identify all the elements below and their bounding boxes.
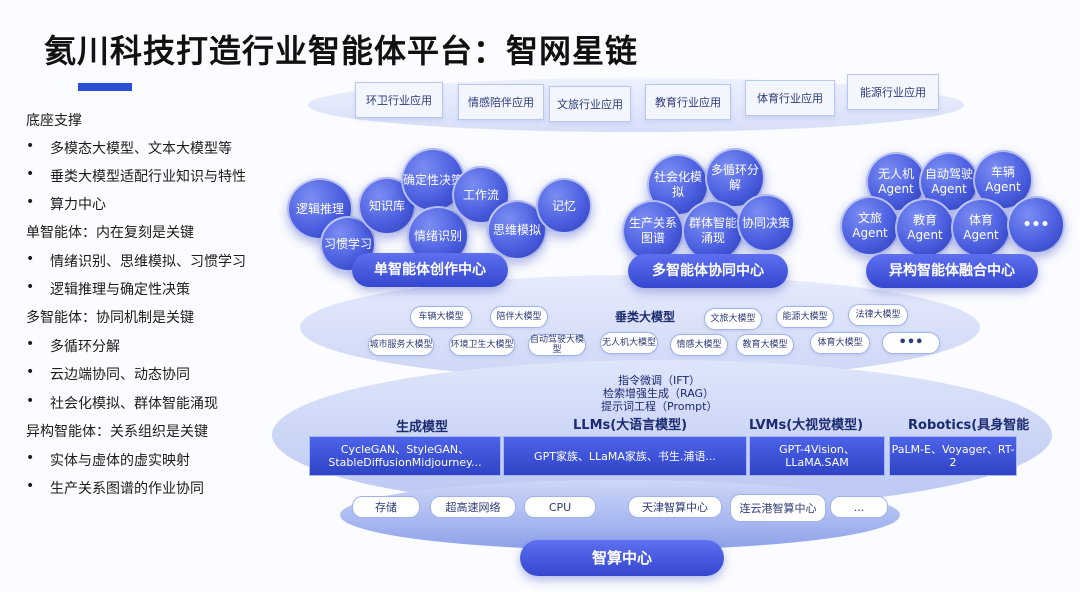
title-underline (78, 83, 132, 91)
left-line: 情绪识别、思维模拟、习惯学习 (26, 251, 246, 271)
agent-bubble[interactable]: 体育Agent (951, 198, 1011, 258)
left-line: 垂类大模型适配行业知识与特性 (26, 166, 246, 186)
technique-label: 检索增强生成（RAG） (603, 387, 715, 400)
agent-bubble[interactable]: 生产关系图谱 (622, 200, 684, 262)
model-category-title: 生成模型 (396, 420, 449, 435)
left-line: 生产关系图谱的作业协同 (26, 478, 204, 498)
model-category-title: LLMs(大语言模型) (573, 418, 688, 433)
multi-agent-center[interactable]: 多智能体协同中心 (628, 254, 788, 288)
vertical-model-pill[interactable]: 法律大模型 (848, 304, 908, 326)
app-card[interactable]: 体育行业应用 (745, 80, 835, 116)
vertical-model-pill[interactable]: 文旅大模型 (704, 308, 762, 330)
left-line: 逻辑推理与确定性决策 (26, 279, 190, 299)
app-card[interactable]: 环卫行业应用 (355, 82, 443, 118)
agent-bubble[interactable]: 无人机Agent (866, 152, 926, 212)
model-box[interactable]: GPT-4Vision、LLaMA.SAM (749, 436, 885, 476)
vertical-model-pill[interactable]: 能源大模型 (776, 306, 834, 328)
more-agents-bubble[interactable]: ••• (1007, 196, 1065, 254)
left-line: 实体与虚体的虚实映射 (26, 450, 190, 470)
left-line: 异构智能体：关系组织是关键 (26, 424, 208, 440)
hetero-agent-center[interactable]: 异构智能体融合中心 (866, 254, 1038, 288)
model-box[interactable]: CycleGAN、StyleGAN、StableDiffusionMidjour… (309, 436, 501, 476)
vertical-model-pill[interactable]: 教育大模型 (736, 334, 794, 356)
technique-label: 提示词工程（Prompt） (601, 400, 718, 413)
infra-pill[interactable]: 超高速网络 (430, 496, 516, 518)
page-title: 氦川科技打造行业智能体平台：智网星链 (44, 32, 639, 70)
model-box[interactable]: PaLM-E、Voyager、RT-2 (889, 436, 1017, 476)
infra-pill[interactable]: 存储 (352, 496, 420, 518)
model-box[interactable]: GPT家族、LLaMA家族、书生.浦语... (503, 436, 747, 476)
agent-bubble[interactable]: 教育Agent (895, 198, 955, 258)
vertical-model-pill[interactable]: 无人机大模型 (600, 332, 658, 354)
app-card[interactable]: 教育行业应用 (645, 84, 731, 120)
left-line: 社会化模拟、群体智能涌现 (26, 393, 218, 413)
agent-bubble[interactable]: 车辆Agent (973, 150, 1033, 210)
agent-bubble[interactable]: 记忆 (536, 178, 592, 234)
vertical-model-pill[interactable]: 车辆大模型 (410, 306, 472, 328)
infra-pill[interactable]: 连云港智算中心 (730, 494, 826, 522)
vertical-model-pill[interactable]: 城市服务大模型 (368, 334, 434, 356)
more-models-pill[interactable]: ••• (882, 332, 940, 354)
app-card[interactable]: 文旅行业应用 (549, 86, 631, 122)
agent-bubble[interactable]: 群体智能涌现 (682, 200, 744, 262)
vertical-model-pill[interactable]: 环境卫生大模型 (449, 334, 515, 356)
agent-bubble[interactable]: 逻辑推理 (287, 178, 353, 240)
app-card[interactable]: 能源行业应用 (847, 74, 939, 110)
agent-bubble[interactable]: 协同决策 (737, 194, 795, 252)
vertical-model-pill[interactable]: 体育大模型 (810, 332, 870, 354)
agent-bubble[interactable]: 文旅Agent (840, 196, 900, 256)
infra-pill[interactable]: 天津智算中心 (628, 496, 722, 518)
left-line: 多智能体：协同机制是关键 (26, 310, 194, 326)
left-line: 单智能体：内在复刻是关键 (26, 225, 194, 241)
left-line: 云边端协同、动态协同 (26, 364, 190, 384)
technique-label: 指令微调（IFT） (618, 374, 701, 387)
left-line: 多模态大模型、文本大模型等 (26, 138, 232, 158)
model-category-title: LVMs(大视觉模型) (749, 418, 864, 433)
model-category-title: Robotics(具身智能 (908, 418, 1030, 433)
infra-pill[interactable]: ... (830, 496, 888, 518)
app-card[interactable]: 情感陪伴应用 (458, 84, 544, 120)
vertical-model-pill[interactable]: 自动驾驶大模型 (528, 334, 586, 356)
left-line: 多循环分解 (26, 336, 120, 356)
left-line: 算力中心 (26, 194, 106, 214)
single-agent-center[interactable]: 单智能体创作中心 (352, 253, 508, 287)
infra-pill[interactable]: CPU (524, 496, 596, 518)
left-line: 底座支撑 (26, 113, 82, 129)
compute-center-base[interactable]: 智算中心 (520, 540, 724, 576)
vertical-models-title: 垂类大模型 (615, 310, 676, 324)
vertical-model-pill[interactable]: 情感大模型 (670, 334, 728, 356)
vertical-model-pill[interactable]: 陪伴大模型 (490, 306, 548, 328)
